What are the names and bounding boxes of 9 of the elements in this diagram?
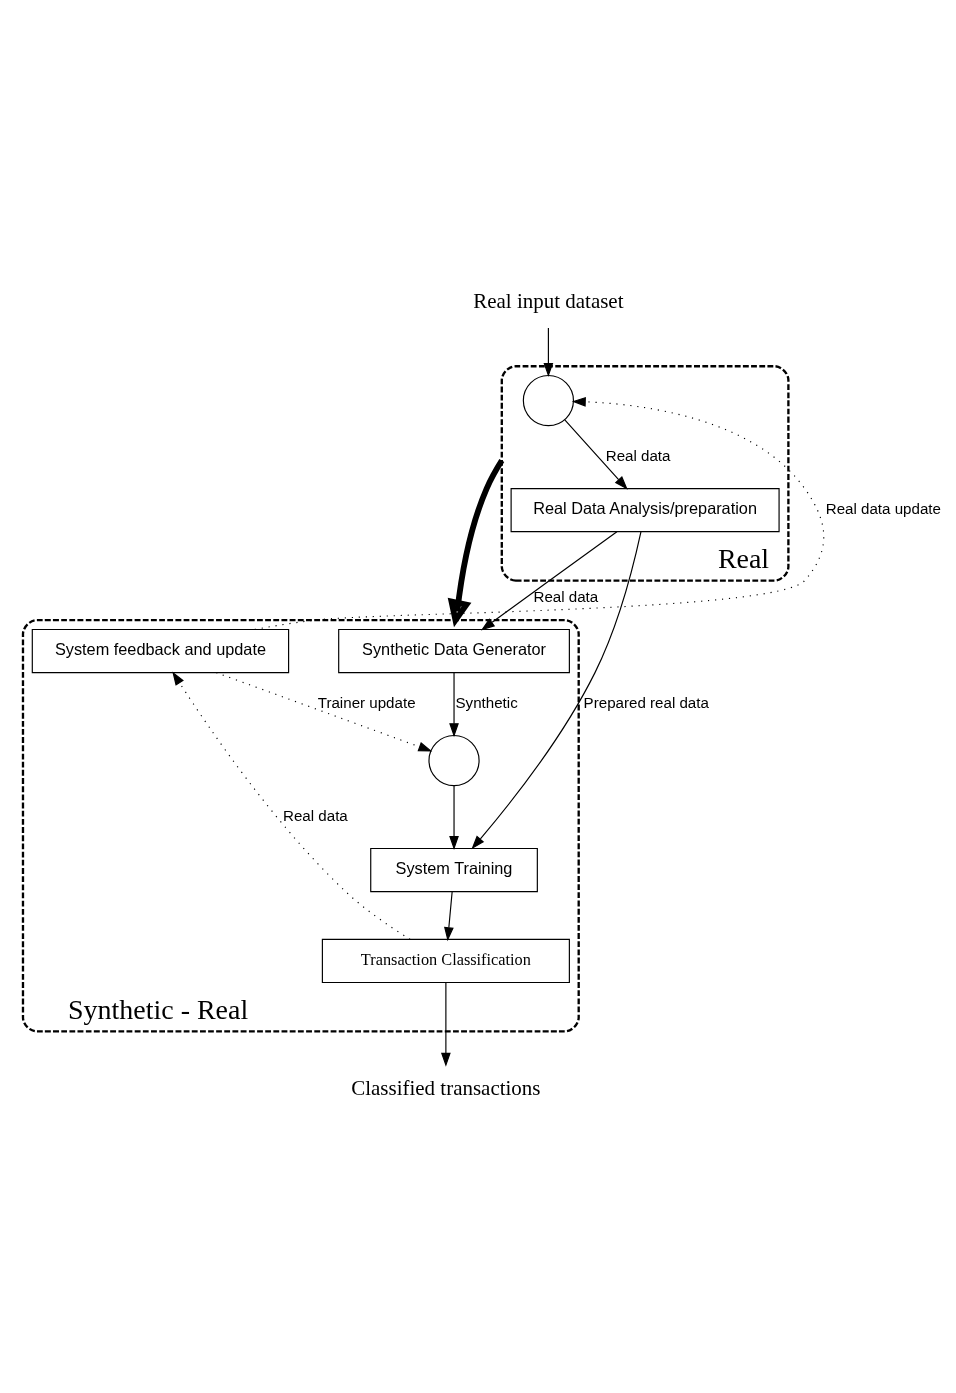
edge-label: Synthetic	[455, 694, 518, 712]
edge-label: Real data update	[825, 500, 941, 518]
edge-label: Prepared real data	[583, 694, 709, 712]
node-text: Classified transactions	[350, 1075, 541, 1100]
edge-label: Trainer update	[317, 694, 416, 712]
edge-label: Real data	[282, 807, 348, 825]
edge-label: Real data	[533, 588, 598, 606]
edge-label: Real data	[605, 447, 670, 465]
node-text: Real input dataset	[472, 289, 624, 314]
